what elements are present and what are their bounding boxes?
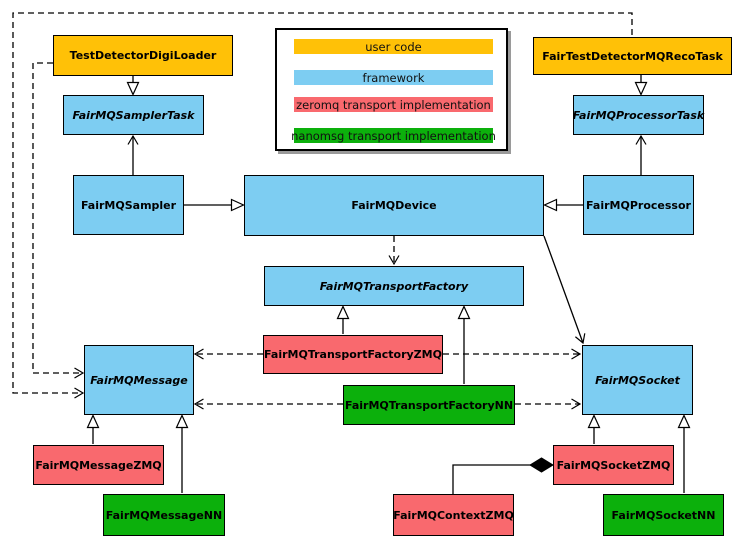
- edge-recotask-message: [12, 12, 633, 399]
- class-testdetectordigiloader: TestDetectorDigiLoader: [53, 35, 233, 76]
- class-label: FairMQSocketZMQ: [556, 458, 671, 472]
- class-label: FairMQDevice: [351, 199, 437, 212]
- legend: user code framework zeromq transport imp…: [275, 28, 508, 151]
- class-label: FairMQSamplerTask: [72, 108, 195, 122]
- class-fairmqdevice: FairMQDevice: [244, 175, 544, 236]
- class-label: FairMQTransportFactoryZMQ: [264, 348, 442, 361]
- class-label: FairMQTransportFactory: [319, 279, 469, 293]
- legend-label: nanomsg transport implementation: [291, 128, 496, 143]
- class-fairmqmessagezmq: FairMQMessageZMQ: [33, 445, 164, 485]
- class-label: FairTestDetectorMQRecoTask: [542, 49, 723, 63]
- legend-label: user code: [365, 39, 422, 54]
- class-label: FairMQMessageZMQ: [35, 458, 162, 472]
- class-fairtestdetectormqrecotask: FairTestDetectorMQRecoTask: [533, 37, 732, 75]
- class-fairmqprocessor: FairMQProcessor: [583, 175, 694, 235]
- class-label: FairMQMessageNN: [105, 508, 223, 522]
- class-fairmqtransportfactoryzmq: FairMQTransportFactoryZMQ: [263, 335, 443, 374]
- class-label: FairMQProcessor: [586, 198, 691, 212]
- composition-diamond: [529, 457, 554, 473]
- edge-digiloader-message: [32, 62, 85, 379]
- class-label: TestDetectorDigiLoader: [69, 49, 217, 62]
- class-fairmqmessagenn: FairMQMessageNN: [103, 494, 225, 536]
- edge-device-socket: [543, 235, 586, 345]
- class-fairmqsocketnn: FairMQSocketNN: [603, 494, 724, 536]
- edge-contextzmq-socketzmq: [452, 464, 531, 494]
- legend-item-zeromq: zeromq transport implementation: [294, 97, 493, 112]
- class-label: FairMQTransportFactoryNN: [344, 398, 514, 412]
- class-fairmqtransportfactorynn: FairMQTransportFactoryNN: [343, 385, 515, 425]
- legend-label: zeromq transport implementation: [296, 97, 491, 112]
- class-label: FairMQSocket: [595, 373, 680, 387]
- class-fairmqsampler: FairMQSampler: [73, 175, 184, 235]
- class-fairmqtransportfactory: FairMQTransportFactory: [264, 266, 524, 306]
- class-label: FairMQSocketNN: [611, 508, 716, 522]
- legend-item-framework: framework: [294, 70, 493, 85]
- class-fairmqsocketzmq: FairMQSocketZMQ: [553, 445, 674, 485]
- class-fairmqcontextzmq: FairMQContextZMQ: [393, 494, 514, 536]
- class-label: FairMQMessage: [90, 373, 188, 387]
- class-label: FairMQProcessorTask: [572, 108, 705, 122]
- class-fairmqmessage: FairMQMessage: [84, 345, 194, 415]
- legend-item-user-code: user code: [294, 39, 493, 54]
- class-fairmqsocket: FairMQSocket: [582, 345, 693, 415]
- legend-label: framework: [362, 70, 425, 85]
- class-label: FairMQSampler: [80, 198, 177, 212]
- class-fairmqsamplertask: FairMQSamplerTask: [63, 95, 204, 135]
- legend-item-nanomsg: nanomsg transport implementation: [291, 128, 496, 143]
- class-fairmqprocessortask: FairMQProcessorTask: [573, 95, 704, 135]
- class-label: FairMQContextZMQ: [393, 508, 514, 522]
